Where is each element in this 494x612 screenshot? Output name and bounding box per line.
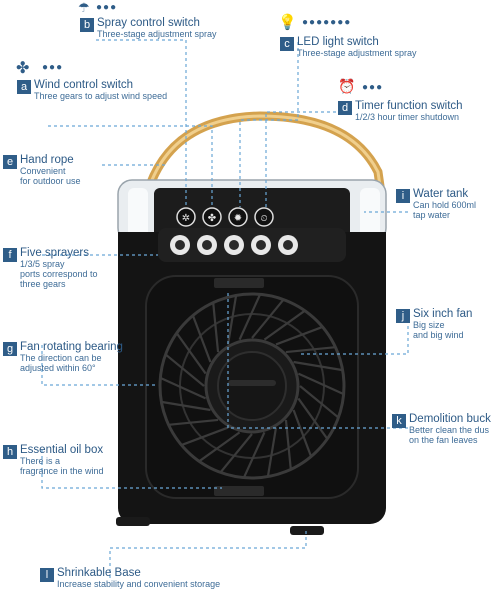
- callout-five-sprayers: f Five sprayers 1/3/5 spray ports corres…: [3, 247, 98, 289]
- fan-grille-rib: [275, 325, 323, 346]
- callout-title: Spray control switch: [97, 17, 200, 29]
- badge-e: e: [3, 155, 17, 169]
- badge-g: g: [3, 342, 17, 356]
- fan-grille-rib: [198, 431, 241, 463]
- badge-f: f: [3, 248, 17, 262]
- callout-title: Shrinkable Base: [57, 567, 141, 579]
- timer-button: [254, 207, 274, 227]
- svg-text:✹: ✹: [234, 213, 242, 224]
- fan-grille-rib: [297, 372, 345, 396]
- shrinkable-base-foot: [116, 517, 150, 526]
- callout-wind-control: a Wind control switch Three gears to adj…: [17, 79, 167, 101]
- fan-grille-rib: [251, 298, 285, 339]
- led-light-button: [228, 207, 248, 227]
- fan-grille-rib: [299, 385, 340, 419]
- fan-grille-rib: [161, 400, 211, 412]
- fan-grille-rib: [175, 332, 207, 375]
- fan-grille-rib: [263, 309, 306, 341]
- svg-text:✲: ✲: [182, 213, 190, 224]
- callout-desc: 1/3/5 spray ports correspond to three ge…: [20, 259, 98, 289]
- badge-j: j: [396, 309, 410, 323]
- badge-k: k: [392, 414, 406, 428]
- callout-desc: Three gears to adjust wind speed: [34, 91, 168, 101]
- callout-timer-function: d Timer function switch 1/2/3 hour timer…: [338, 100, 463, 122]
- callout-fan-rotating-bearing: g Fan rotating bearing The direction can…: [3, 341, 123, 373]
- fan-grille-rib: [159, 376, 207, 400]
- fan-grille-rib: [226, 295, 238, 345]
- callout-desc: Big size and big wind: [413, 320, 464, 340]
- callout-water-tank: i Water tank Can hold 600ml tap water: [396, 188, 476, 220]
- badge-b: b: [80, 18, 94, 32]
- wind-control-button: [202, 207, 222, 227]
- badge-d: d: [338, 101, 352, 115]
- callout-desc: The direction can be adjusted within 60°: [20, 353, 102, 373]
- callout-desc: Increase stability and convenient storag…: [57, 579, 221, 589]
- callout-title: Hand rope: [20, 154, 74, 166]
- callout-title: Wind control switch: [34, 79, 134, 91]
- callout-desc: Can hold 600ml tap water: [413, 200, 477, 220]
- fan-grille-rib: [164, 353, 205, 387]
- badge-i: i: [396, 189, 410, 203]
- dots-decoration: ●●●: [42, 62, 64, 73]
- fan-grille-rib: [191, 315, 212, 363]
- callout-six-inch-fan: j Six inch fan Big size and big wind: [396, 308, 472, 340]
- spray-control-button: [176, 207, 196, 227]
- fan-grille-rib: [212, 302, 220, 353]
- badge-a: a: [17, 80, 31, 94]
- fan-grille-rib: [181, 426, 229, 447]
- callout-demolition-buckle: k Demolition buck Better clean the dus o…: [392, 413, 491, 445]
- fan-grille-rib: [293, 360, 343, 372]
- callout-title: Demolition buck: [409, 413, 491, 425]
- alarm-clock-icon: ⏰: [338, 78, 356, 94]
- callout-title: Six inch fan: [413, 308, 473, 320]
- badge-h: h: [3, 445, 17, 459]
- callout-desc: Three-stage adjustment spray: [97, 29, 217, 39]
- dots-decoration: ●●●: [96, 2, 118, 13]
- callout-desc: Convenient for outdoor use: [20, 166, 81, 186]
- callout-spray-control: b Spray control switch Three-stage adjus…: [80, 17, 217, 39]
- dots-decoration: ●●●: [362, 82, 384, 93]
- fan-grille-rib: [292, 409, 313, 457]
- callout-shrinkable-base: l Shrinkable Base Increase stability and…: [40, 567, 220, 589]
- callout-title: Timer function switch: [355, 100, 463, 112]
- fan-grille-rib: [297, 397, 329, 440]
- badge-c: c: [280, 37, 294, 51]
- svg-text:⏲: ⏲: [260, 214, 267, 224]
- callout-desc: 1/2/3 hour timer shutdown: [355, 112, 460, 122]
- spray-icon: ☂: [78, 0, 90, 15]
- fan-grille-rib: [266, 427, 278, 477]
- callout-desc: Three-stage adjustment spray: [297, 48, 417, 58]
- dots-decoration: ●●●●●●●: [302, 17, 352, 28]
- callout-desc: There is a fragrance in the wind: [20, 456, 104, 476]
- bulb-icon: 💡: [278, 14, 297, 31]
- callout-hand-rope: e Hand rope Convenient for outdoor use: [3, 154, 81, 186]
- fan-grille-rib: [219, 433, 253, 474]
- fan-grille-rib: [238, 293, 262, 341]
- badge-l: l: [40, 568, 54, 582]
- svg-text:✤: ✤: [208, 213, 216, 224]
- callout-title: Water tank: [413, 188, 469, 200]
- callout-desc: Better clean the dus on the fan leaves: [409, 425, 490, 445]
- five-sprayers: [170, 235, 298, 255]
- callout-essential-oil-box: h Essential oil box There is a fragrance…: [3, 444, 104, 476]
- fan-grille-rib: [285, 346, 336, 354]
- callout-title: Five sprayers: [20, 247, 90, 259]
- callout-title: Fan rotating bearing: [20, 341, 123, 353]
- fan-icon: ✤: [16, 60, 30, 77]
- fan-grille-rib: [168, 418, 219, 426]
- callout-title: Essential oil box: [20, 444, 104, 456]
- fan-grille-rib: [242, 431, 266, 479]
- callout-title: LED light switch: [297, 36, 379, 48]
- callout-led-light: c LED light switch Three-stage adjustmen…: [280, 36, 417, 58]
